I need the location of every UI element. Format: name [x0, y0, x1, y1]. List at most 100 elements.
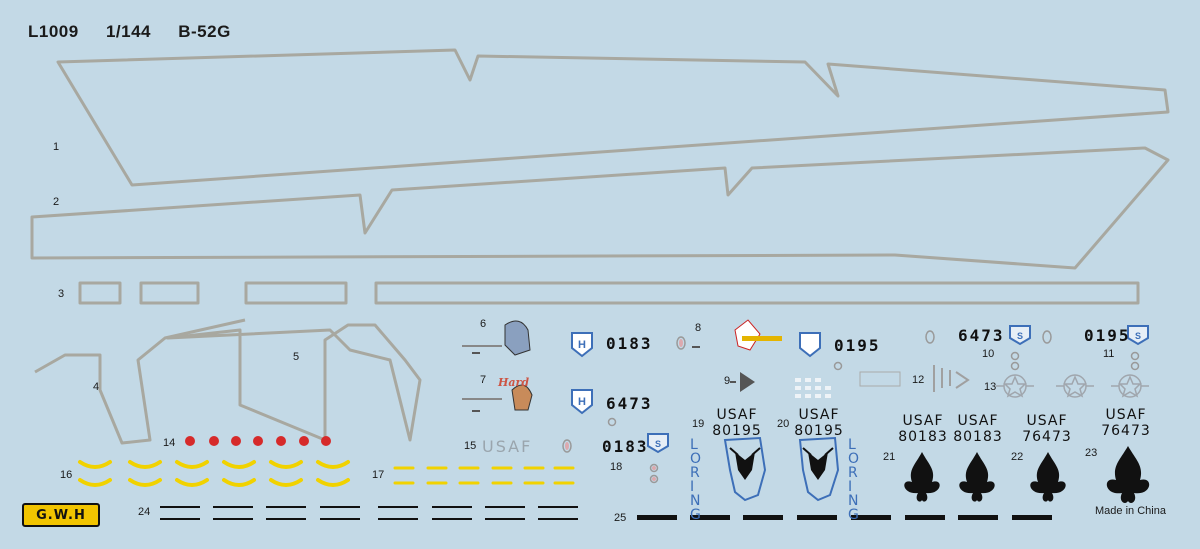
gwh-logo: G.W.H [22, 503, 100, 527]
yellow-stripe [78, 460, 350, 487]
fleur-de-lis-icon [1030, 452, 1066, 502]
decal-number: 1 [53, 141, 60, 153]
decal-number: 14 [163, 437, 176, 449]
decal-number: 4 [93, 381, 100, 393]
decal-number: 9 [724, 375, 731, 387]
squadron-shield-icon: S [1009, 325, 1031, 346]
walkway-outline-2 [30, 146, 1170, 270]
svg-text:S: S [1017, 331, 1023, 341]
squadron-shield-icon: H [571, 332, 593, 358]
decal-number: 18 [610, 461, 623, 473]
roundel-small [1130, 361, 1140, 371]
svg-text:H: H [578, 396, 586, 408]
decal-number: 5 [293, 351, 300, 363]
made-in-label: Made in China [1095, 505, 1166, 517]
yellow-stripe [393, 466, 575, 485]
decal-number: 21 [883, 451, 896, 463]
moose-head-icon [798, 436, 840, 502]
decal-number: 23 [1085, 447, 1098, 459]
black-stripe [160, 506, 578, 520]
moose-head-icon [723, 436, 767, 502]
decal-number: 7 [480, 374, 487, 386]
serial-number: 0183 [606, 334, 653, 353]
decal-number: 8 [695, 322, 702, 334]
decal-number: 13 [984, 381, 997, 393]
decal-number: 16 [60, 469, 73, 481]
roundel-small [1010, 351, 1020, 361]
national-insignia-icon [996, 374, 1034, 398]
serial-number: 0195 [1084, 326, 1131, 345]
decal-number: 25 [614, 512, 627, 524]
walkway-outline-3c [244, 281, 348, 305]
walkway-outline-3d [374, 281, 1140, 305]
red-marks [185, 436, 331, 446]
decal-number: 12 [912, 374, 925, 386]
decal-number: 15 [464, 440, 477, 452]
roundel-small [925, 330, 935, 344]
decal-number: 11 [1103, 348, 1115, 360]
svg-text:H: H [578, 339, 586, 351]
walkway-outline-4 [34, 318, 246, 445]
sheet-model: B-52G [178, 22, 231, 41]
roundel-small [833, 361, 843, 371]
fleur-de-lis-icon [904, 452, 940, 502]
decal-number: 10 [982, 348, 995, 360]
sheet-code: L1009 [28, 22, 79, 41]
decal-number: 6 [480, 318, 487, 330]
sheet-scale: 1/144 [105, 22, 151, 41]
serial-number: 0183 [602, 437, 649, 456]
walkway-outline-3b [139, 281, 200, 305]
roundel-small [1010, 361, 1020, 371]
squadron-shield-icon: S [647, 433, 669, 454]
walkway-outline-5 [166, 323, 422, 442]
decal-number: 3 [58, 288, 65, 300]
squadron-shield-icon: S [1127, 325, 1149, 346]
nose-art-figure-icon [462, 320, 531, 356]
serial-number: 6473 [958, 326, 1005, 345]
decal-number: 17 [372, 469, 385, 481]
decal-number: 24 [138, 506, 151, 518]
roundel-small [562, 439, 572, 453]
national-insignia-icon [1111, 374, 1149, 398]
walkway-outline-3a [78, 281, 122, 305]
loring-text: LORING [690, 437, 704, 523]
loring-text: LORING [848, 437, 862, 523]
roundel-small [607, 417, 617, 427]
svg-text:S: S [655, 439, 661, 449]
national-insignia-icon [1056, 374, 1094, 398]
svg-text:S: S [1135, 331, 1141, 341]
fleur-de-lis-icon [959, 452, 995, 502]
usaf-label-grey: USAF [482, 437, 533, 456]
roundel-small [649, 474, 659, 484]
squadron-shield-icon: H [571, 389, 593, 415]
sheet-title: L1009 1/144 B-52G [28, 22, 253, 42]
serial-number: 6473 [606, 394, 653, 413]
nose-art-figure-icon [692, 319, 782, 351]
stencil-blocks [795, 378, 831, 398]
squadron-shield-icon [799, 332, 821, 358]
nose-art-figure-icon: Hard [462, 376, 533, 412]
tail-marker-icon [740, 372, 755, 392]
roundel-small [649, 463, 659, 473]
walkway-outline-1 [56, 48, 1170, 187]
roundel-small [1130, 351, 1140, 361]
serial-number: 0195 [834, 336, 881, 355]
black-stripe [637, 515, 1052, 520]
decal-number: 2 [53, 196, 60, 208]
decal-number: 19 [692, 418, 705, 430]
roundel-small [676, 336, 686, 350]
decal-number: 22 [1011, 451, 1024, 463]
decal-number: 20 [777, 418, 790, 430]
svg-text:Hard: Hard [497, 376, 529, 389]
fleur-de-lis-icon [1106, 446, 1150, 504]
roundel-small [1042, 330, 1052, 344]
strip-marks [933, 365, 970, 392]
